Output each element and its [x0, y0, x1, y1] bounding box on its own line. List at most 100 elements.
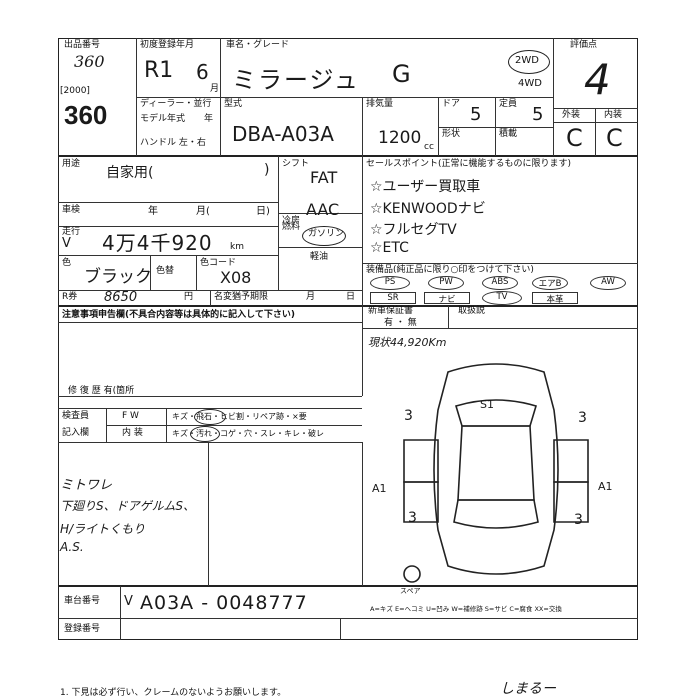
- usage-close: ): [264, 162, 270, 178]
- chassis-reg-label: 登録番号: [64, 624, 101, 634]
- fuel-label: 燃料: [282, 222, 301, 232]
- mileage-prefix: V: [62, 236, 71, 251]
- score: 4: [584, 55, 611, 104]
- equip-aw: AW: [590, 276, 626, 290]
- signature: しまるー: [500, 681, 556, 697]
- shift-value: FAT: [310, 168, 338, 187]
- inspection-month: 月(: [196, 206, 210, 217]
- doors-value: 5: [470, 104, 482, 125]
- damage-mark: A1: [372, 482, 387, 495]
- interior-label: 内装: [604, 110, 623, 120]
- chassis-label: 車台番号: [64, 596, 101, 606]
- spare-label: スペア: [400, 587, 421, 595]
- sales-item: ☆KENWOODナビ: [370, 201, 486, 217]
- warranty-options: 有 ・ 無: [384, 318, 417, 328]
- model-name-label: 車名・グレード: [226, 40, 290, 50]
- damage-mark: A1: [598, 480, 613, 493]
- usage-label: 用途: [62, 159, 81, 169]
- exterior-grade: C: [566, 124, 583, 152]
- score-label: 評価点: [570, 40, 598, 50]
- warranty-label: 新車保証書: [368, 306, 414, 316]
- spare-tire-icon: [403, 565, 421, 583]
- dealer-label: ディーラー・並行: [140, 99, 212, 109]
- sales-label: セールスポイント(正常に機能するものに限ります): [366, 159, 572, 169]
- damage-mark: 3: [578, 410, 587, 426]
- comment-line: H/ライトくもり: [60, 522, 146, 536]
- equip-abs: ABS: [482, 276, 518, 290]
- displacement-label: 排気量: [366, 99, 394, 109]
- mileage-unit: km: [230, 242, 244, 252]
- name-change-label: 名変猶予期限: [214, 292, 269, 302]
- reg-month: 6: [196, 60, 209, 84]
- ac-value: AAC: [306, 200, 340, 219]
- handle-label: ハンドル 左・右: [140, 138, 206, 148]
- inspector-interior: 内 装: [122, 428, 143, 438]
- capacity-value: 5: [532, 104, 544, 125]
- equip-tv: TV: [482, 291, 522, 305]
- door-left-rear: [403, 481, 439, 523]
- damage-mark: 3: [408, 510, 417, 526]
- car-windshield: [455, 399, 537, 427]
- equip-sr: SR: [370, 292, 416, 304]
- comment-line: ミトワレ: [60, 478, 113, 493]
- door-right-rear: [553, 481, 589, 523]
- type-label: 型式: [224, 99, 243, 109]
- mileage-label: 走行: [62, 227, 81, 237]
- notes-label: 注意事項申告欄(不具合内容等は具体的に記入して下さい): [62, 310, 295, 320]
- doors-label: ドア: [442, 99, 461, 109]
- recycle-label: R券: [62, 292, 78, 302]
- equip-airbag: エアB: [532, 276, 568, 290]
- door-left-front: [403, 439, 439, 483]
- header-frame: [58, 38, 638, 156]
- stone-chip-circle: [194, 409, 226, 425]
- damage-mark: 3: [574, 512, 583, 528]
- inspector-row2: キズ・汚れ・コゲ・穴・スレ・キレ・破レ: [172, 429, 324, 438]
- sales-item: ☆ユーザー買取車: [370, 179, 481, 195]
- damage-mark: S1: [480, 398, 494, 411]
- equipment-label: 装備品(純正品に限り○印をつけて下さい): [366, 265, 534, 275]
- mileage-value: 4万4千920: [102, 231, 213, 255]
- equip-leather: 本革: [532, 292, 578, 305]
- grade: G: [392, 60, 411, 88]
- sales-item: ☆フルセグTV: [370, 222, 457, 238]
- chassis-frame: [58, 586, 638, 640]
- mileage-note: 現状44,920Km: [368, 336, 447, 349]
- color-change-label: 色替: [156, 266, 175, 276]
- equip-pw: PW: [428, 276, 464, 290]
- car-roof: [457, 425, 535, 501]
- inspector-row1: キズ・飛石・ヒビ割・リペア跡・×要: [172, 412, 307, 421]
- drive-4wd: 4WD: [518, 78, 542, 89]
- shift-label: シフト: [282, 159, 310, 169]
- car-rear-window: [453, 499, 539, 529]
- exterior-label: 外装: [562, 110, 581, 120]
- lot-handwritten: 360: [74, 52, 105, 71]
- capacity-label: 定員: [499, 99, 518, 109]
- chassis-value: A03A - 0048777: [140, 592, 308, 614]
- reg-era: R1: [144, 58, 174, 83]
- name-change-month: 月: [306, 292, 316, 302]
- name-change-day: 日: [346, 292, 356, 302]
- sales-item: ☆ETC: [370, 240, 409, 256]
- interior-grade: C: [606, 124, 623, 152]
- usage-value: 自家用(: [106, 165, 154, 181]
- lot-number: 360: [64, 100, 108, 130]
- inspector-label: 検査員: [62, 411, 90, 421]
- maintenance-label: 取扱説: [458, 306, 486, 316]
- repair-label: 修 復 歴 有(箇所: [68, 386, 135, 396]
- fuel-circle: [302, 226, 346, 246]
- color-value: ブラック: [84, 267, 152, 287]
- type-value: DBA-A03A: [232, 122, 334, 146]
- stain-circle: [190, 426, 220, 442]
- equip-navi: ナビ: [424, 292, 470, 305]
- comment-line: 下廻りS、ドアゲルムS、: [60, 499, 195, 513]
- fuel-value: ガソリン: [308, 229, 345, 239]
- ac-label: 冷房: [282, 216, 301, 226]
- inspector-fw: F W: [122, 411, 139, 421]
- damage-legend: A=キズ E=ヘコミ U=凹み W=補修跡 S=サビ C=腐食 XX=交換: [370, 605, 562, 613]
- color-code-label: 色コード: [200, 258, 237, 268]
- load-label: 積載: [499, 129, 518, 139]
- reg-month-unit: 月: [210, 84, 220, 94]
- year-unit: 年: [204, 114, 214, 124]
- inspection-year: 年: [148, 206, 158, 217]
- drive-2wd-circle: [508, 50, 550, 74]
